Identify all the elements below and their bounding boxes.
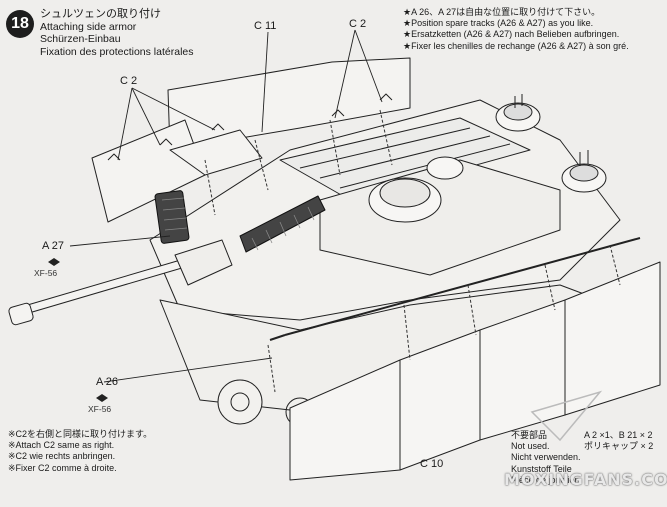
c2-note-en: ※Attach C2 same as right.	[8, 440, 115, 451]
unused-parts-list: A 2 ×1、B 21 × 2 ポリキャップ × 2	[584, 430, 653, 452]
note-de: ★Ersatzketten (A26 & A27) nach Belieben …	[403, 29, 620, 40]
paint-swatch-a27	[48, 258, 60, 266]
not-used-de: Nicht verwenden.	[511, 452, 581, 463]
parts-line-2: ポリキャップ × 2	[584, 441, 654, 452]
paint-a27: XF-56	[34, 268, 58, 278]
step-number: 18	[11, 15, 29, 32]
c2-note-fr: ※Fixer C2 comme à droite.	[8, 462, 117, 473]
step-title-fr: Fixation des protections latérales	[40, 45, 194, 58]
watermark-logo	[530, 390, 603, 442]
not-used-jp: 不要部品	[511, 430, 548, 440]
step-title-en: Attaching side armor	[40, 20, 137, 33]
step-title-jp: シュルツェンの取り付け	[40, 8, 161, 20]
not-used-note: 不要部品 Not used. Nicht verwenden. Kunststo…	[511, 430, 581, 486]
label-a26: A 26	[96, 376, 119, 388]
spare-track-notes: ★A 26、A 27は自由な位置に取り付けて下さい。 ★Position spa…	[403, 7, 629, 52]
step-title-de: Schürzen-Einbau	[40, 33, 121, 45]
step-title: シュルツェンの取り付け Attaching side armor Schürze…	[40, 8, 194, 58]
parts-line-1: A 2 ×1、B 21 × 2	[584, 430, 653, 440]
label-c2-top: C 2	[349, 18, 367, 30]
c2-attach-note: ※C2を右側と同様に取り付けます。 ※Attach C2 same as rig…	[8, 429, 152, 474]
label-a27: A 27	[42, 240, 65, 252]
not-used-fr: Pièce de jonction	[511, 474, 580, 485]
label-c2-left: C 2	[120, 75, 138, 87]
note-en: ★Position spare tracks (A26 & A27) as yo…	[403, 18, 594, 29]
not-used-en: Not used.	[511, 441, 550, 452]
not-used-de2: Kunststoff Teile	[511, 463, 572, 474]
note-jp: ★A 26、A 27は自由な位置に取り付けて下さい。	[403, 7, 601, 17]
paint-a26: XF-56	[88, 404, 112, 414]
note-fr: ★Fixer les chenilles de rechange (A26 & …	[403, 40, 629, 51]
c2-note-jp: ※C2を右側と同様に取り付けます。	[8, 429, 153, 439]
c2-note-de: ※C2 wie rechts anbringen.	[8, 451, 116, 462]
label-c11: C 11	[254, 20, 277, 32]
watermark-text: MOXINGFANS.COM	[504, 470, 667, 489]
paint-swatch-a26	[96, 394, 108, 402]
step-number-badge: 18	[6, 10, 34, 38]
label-c10: C 10	[420, 458, 444, 470]
